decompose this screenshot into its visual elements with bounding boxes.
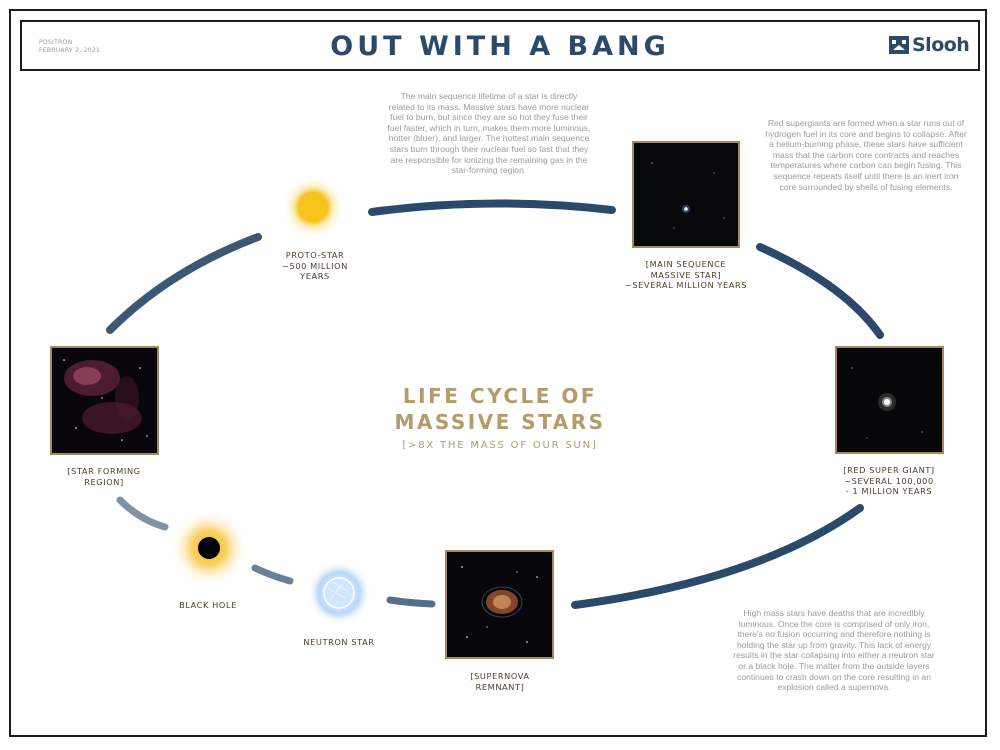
outer-frame xyxy=(9,9,987,737)
main-sequence-label: [MAIN SEQUENCE MASSIVE STAR] ~SEVERAL MI… xyxy=(624,259,748,290)
red-giant-description: Red supergiants are formed when a star r… xyxy=(765,118,967,192)
header-bar xyxy=(20,20,980,71)
ring-arc-bottom xyxy=(386,596,436,608)
header-meta: POSITRON FEBRUARY 2, 2021 xyxy=(39,39,100,55)
ring-arc-upper-left xyxy=(106,233,262,334)
page-title: OUT WITH A BANG xyxy=(330,31,670,62)
star-forming-photo xyxy=(50,346,159,455)
neutron-star-label: NEUTRON STAR xyxy=(303,637,375,647)
star-forming-label: [STAR FORMING REGION] xyxy=(67,466,141,487)
protostar-core-icon xyxy=(301,195,325,219)
supernova-label: [SUPERNOVA REMNANT] xyxy=(470,671,530,692)
main-sequence-photo xyxy=(632,141,740,248)
black-hole-label: BLACK HOLE xyxy=(179,600,237,610)
protostar-label: PROTO-STAR ~500 MILLION YEARS xyxy=(282,250,348,281)
brand-name: Slooh xyxy=(912,34,970,56)
ring-arc-lower-left xyxy=(116,496,169,531)
org-name: POSITRON xyxy=(39,39,73,46)
ring-arc-lower-right xyxy=(571,504,864,609)
supernova-remnant-photo xyxy=(445,550,554,659)
supernova-description: High mass stars have deaths that are inc… xyxy=(733,608,935,693)
red-super-giant-photo xyxy=(835,346,944,454)
red-giant-label: [RED SUPER GIANT] ~SEVERAL 100,000 - 1 M… xyxy=(843,465,935,496)
brand-logo: Slooh xyxy=(889,34,970,56)
center-title: LIFE CYCLE OF MASSIVE STARS xyxy=(394,384,606,434)
main-sequence-description: The main sequence lifetime of a star is … xyxy=(387,91,591,176)
ring-arc-top xyxy=(368,199,616,216)
slooh-logo-icon xyxy=(889,36,909,54)
center-subtitle: [>8X THE MASS OF OUR SUN] xyxy=(402,440,598,451)
publish-date: FEBRUARY 2, 2021 xyxy=(39,47,101,54)
neutron-star-core-icon xyxy=(323,577,355,609)
ring-arc-upper-right xyxy=(756,243,884,339)
ring-arc-bottom-left xyxy=(251,564,294,585)
black-hole-core-icon xyxy=(198,537,220,559)
